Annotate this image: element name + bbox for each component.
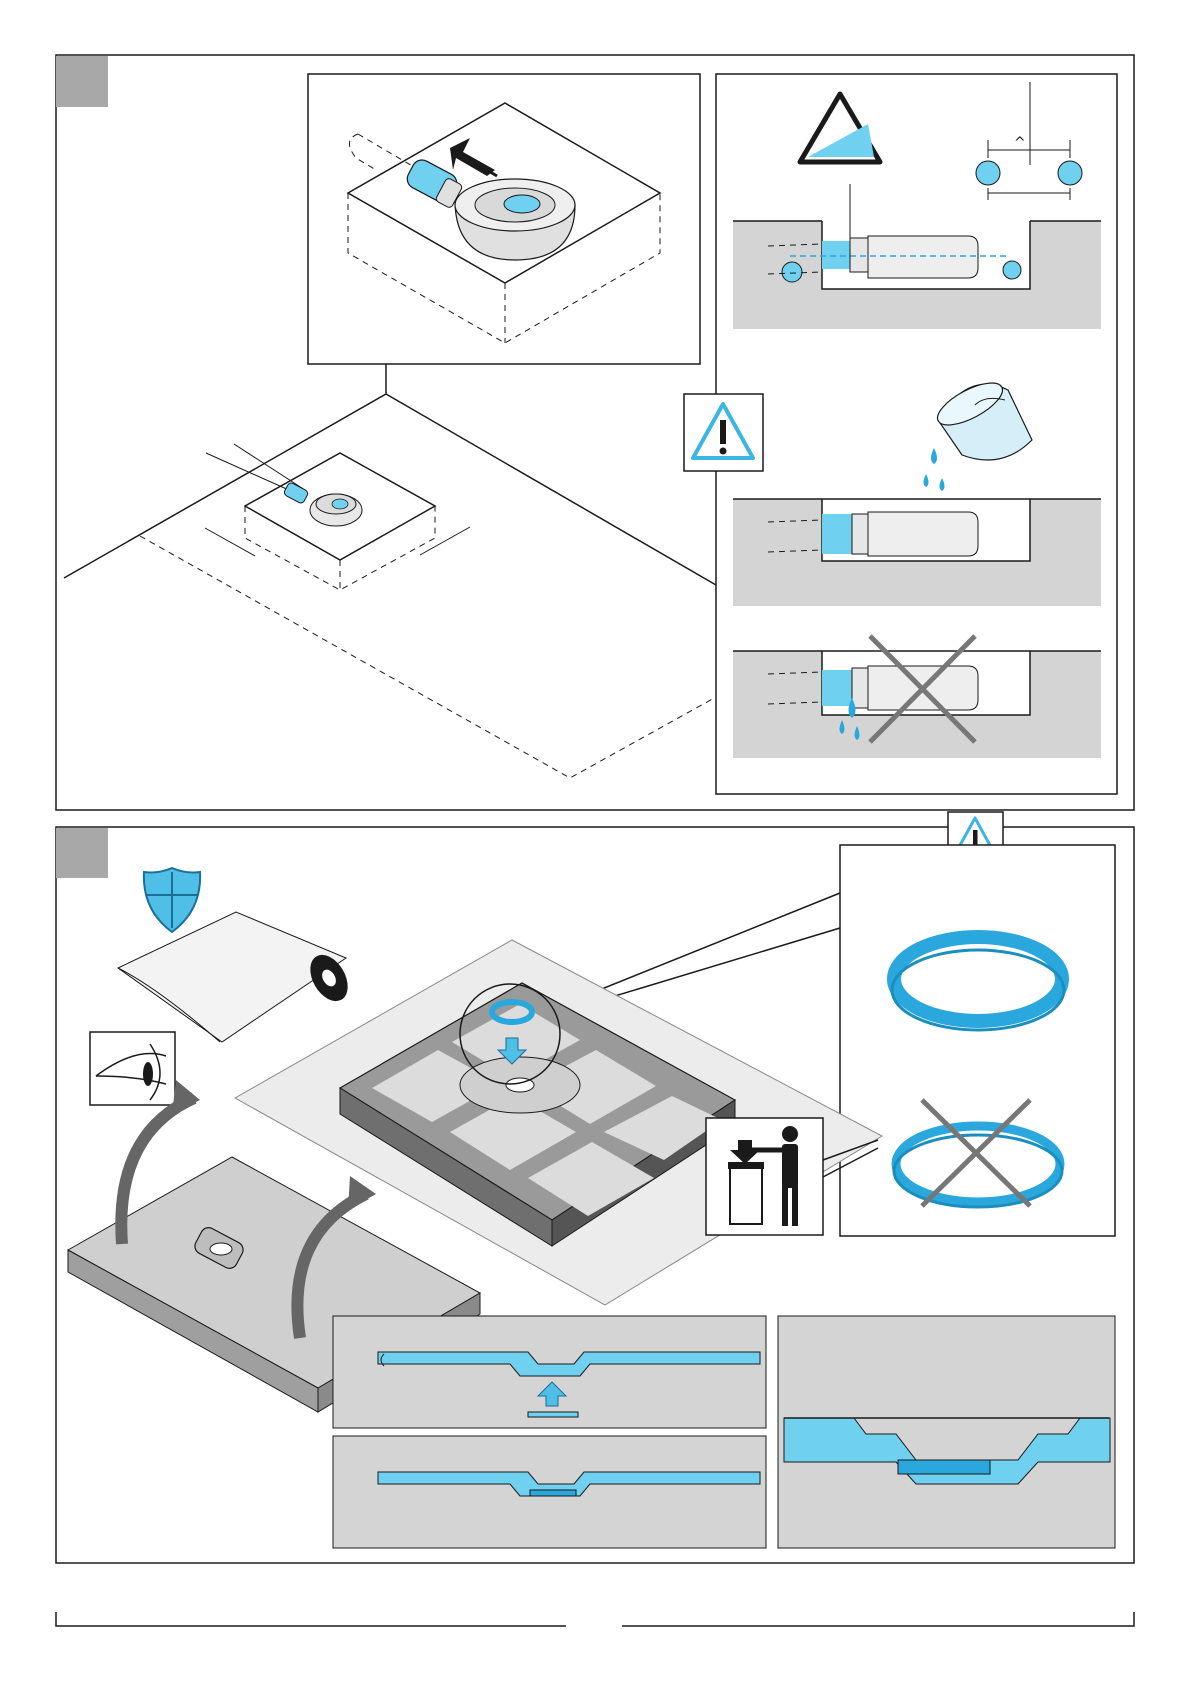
section-drain-installation: ^: [56, 55, 1134, 810]
water-test-leak: [733, 636, 1101, 758]
cross-sections: [333, 1316, 1115, 1548]
shield-icon: [144, 868, 200, 932]
step-number-box-1: [56, 56, 108, 107]
water-test-ok: [733, 499, 1101, 606]
floor-scene: [64, 364, 716, 778]
svg-text:^: ^: [1014, 135, 1026, 151]
step-number-box-2: [56, 828, 108, 878]
caution-triangle-icon: [684, 394, 763, 471]
membrane-roll: [118, 912, 355, 1042]
eye-icon: [90, 1032, 175, 1105]
gasket-detail: [840, 845, 1115, 1236]
drain-in-floor-detail: [308, 74, 700, 364]
slope-check-panel-group: ^: [684, 74, 1117, 794]
section-tray-installation: [56, 812, 1134, 1563]
footer-rule: [56, 1612, 1134, 1626]
